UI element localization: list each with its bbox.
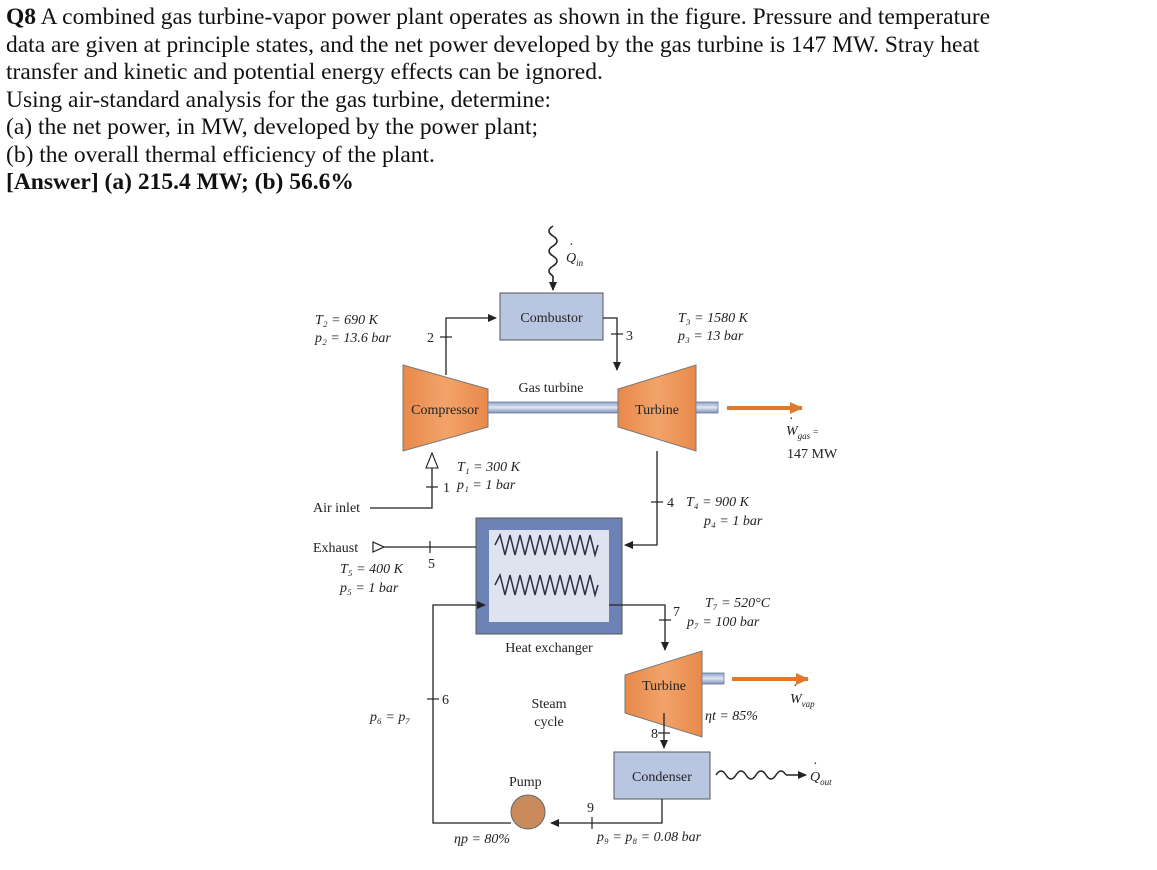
question-line-1: Q8 A combined gas turbine-vapor power pl… [6,4,1154,32]
w-gas-value: 147 MW [787,447,838,462]
q-in-dot: · [569,238,574,253]
state-1-temperature: T₁ = 300 K [457,460,521,475]
gas-turbine-shaft [487,401,619,414]
state-4-pressure: p₄ = 1 bar [703,514,763,529]
q-out-dot: · [813,757,818,772]
exhaust-label: Exhaust [313,541,358,556]
compressor [402,364,489,452]
flow-line-7 [609,604,669,651]
state-3-temperature: T₃ = 1580 K [678,311,749,326]
air-inlet-line [370,455,433,509]
question-line-2: data are given at principle states, and … [6,31,980,58]
heat-in-squiggle [548,225,558,277]
state-6-num: 6 [442,693,449,708]
question-line-1-text: A combined gas turbine-vapor power plant… [36,4,991,30]
state-3-num: 3 [626,329,633,344]
w-gas-dot: · [789,412,794,427]
pump-label: Pump [509,775,542,790]
steam-cycle-label-2: cycle [534,715,564,730]
state-9-pressure: p₉ = p₈ = 0.08 bar [596,830,702,845]
pump [510,794,546,830]
flow-line-6 [432,601,511,824]
steam-cycle-label-1: Steam [532,697,567,712]
flow-line-9 [550,799,663,827]
answer-text: [Answer] (a) 215.4 MW; (b) 56.6% [6,169,354,195]
pump-efficiency: ηp = 80% [454,832,510,847]
state-4-num: 4 [667,496,674,511]
condenser [613,751,711,800]
state-2-temperature: T₂ = 690 K [315,313,379,328]
state-1-pressure: p₁ = 1 bar [456,478,516,493]
gas-turbine-label: Gas turbine [519,381,584,396]
vapor-turbine-label: Turbine [642,679,686,694]
hx-coil-lower [494,572,599,598]
combustor-label: Combustor [520,311,583,326]
air-inlet-arrowhead [425,451,439,469]
flow-line-4 [624,451,658,549]
compressor-label: Compressor [411,403,479,418]
heat-out-squiggle [715,770,787,780]
p6-equals-p7: p₆ = p₇ [369,710,410,725]
turbine-efficiency: ηt = 85% [705,709,758,724]
state-2-pressure: p₂ = 13.6 bar [314,331,391,346]
vapor-output-shaft [701,672,725,685]
state-9-num: 9 [587,801,594,816]
w-vap-dot: · [793,679,798,694]
gas-output-shaft [695,401,719,414]
w-vap-label: Wvap [790,692,815,709]
state-4-temperature: T₄ = 900 K [686,495,750,510]
state-5-num: 5 [428,557,435,572]
question-text: Q8 A combined gas turbine-vapor power pl… [6,4,1154,197]
answer-line: [Answer] (a) 215.4 MW; (b) 56.6% [6,169,1154,197]
q-in-label: Qin [566,251,584,268]
state-1-num: 1 [443,481,450,496]
question-line-6: (b) the overall thermal efficiency of th… [6,141,435,168]
flow-line-3 [603,317,621,371]
state-7-num: 7 [673,605,680,620]
hx-coil-upper [494,532,599,558]
plant-diagram: Qin · Combustor 2 T₂ = 690 K p₂ = 13.6 b… [313,225,838,847]
question-line-4: Using air-standard analysis for the gas … [6,86,552,113]
gas-turbine-unit-label: Turbine [635,403,679,418]
w-gas-label: Wgas = [786,424,819,441]
question-line-5: (a) the net power, in MW, developed by t… [6,114,539,140]
air-inlet-label: Air inlet [313,501,360,516]
flow-line-2 [445,314,497,375]
state-8-num: 8 [651,727,658,742]
q-out-label: Qout [810,770,832,787]
question-number: Q8 [6,4,37,30]
gas-turbine [617,364,697,452]
state-3-pressure: p₃ = 13 bar [677,329,744,344]
combustor [499,292,604,341]
state-5-temperature: T₅ = 400 K [340,562,404,577]
condenser-label: Condenser [632,770,692,785]
state-5-pressure: p₅ = 1 bar [339,581,399,596]
state-2-num: 2 [427,331,434,346]
heat-exchanger-label: Heat exchanger [505,641,593,656]
question-line-3: transfer and kinetic and potential energ… [6,59,603,85]
state-7-pressure: p₇ = 100 bar [686,615,760,630]
vapor-turbine [624,650,703,738]
state-7-temperature: T₇ = 520°C [705,596,771,611]
